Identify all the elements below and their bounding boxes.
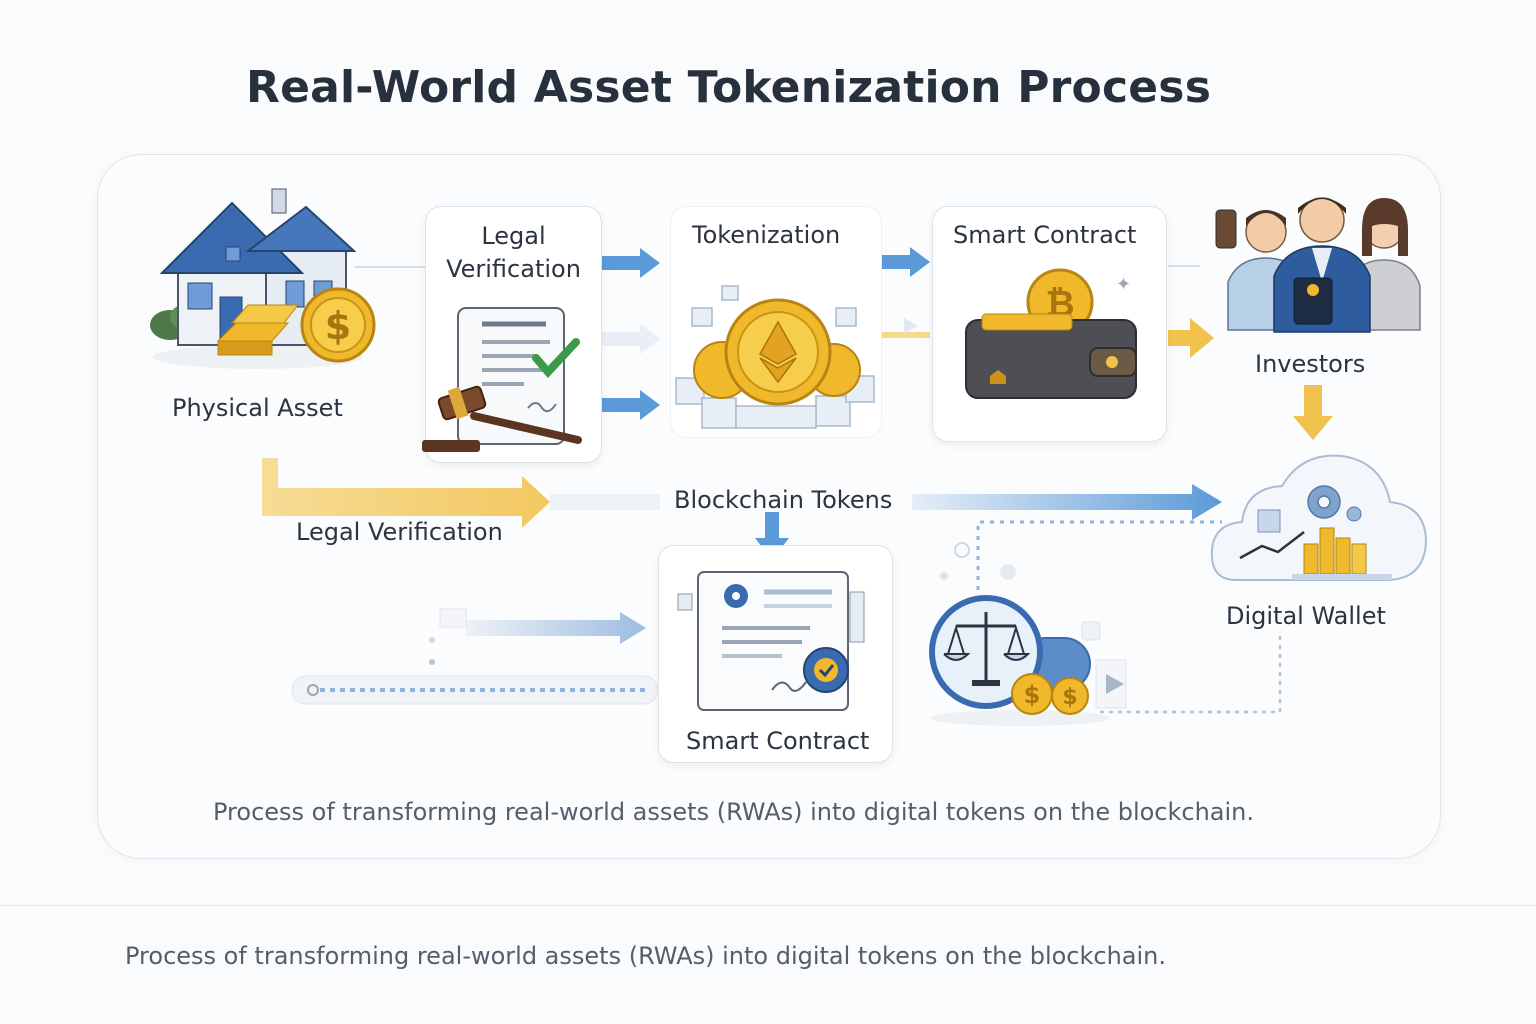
checkmark-icon — [532, 338, 580, 378]
gear-check-icon — [803, 647, 849, 693]
digital-wallet-label: Digital Wallet — [1226, 602, 1386, 630]
arrow-legal-to-token-3 — [602, 390, 660, 420]
contract-document-icon — [677, 571, 865, 711]
svg-text:$: $ — [1062, 685, 1077, 710]
investors-icon — [1215, 197, 1421, 333]
page-title: Real-World Asset Tokenization Process — [246, 62, 1212, 113]
ethereum-coins-icon — [675, 285, 875, 429]
svg-text:$: $ — [325, 304, 351, 348]
smart-contract-bottom-label: Smart Contract — [686, 727, 870, 755]
arrow-legal-to-token-2 — [602, 324, 660, 354]
arrow-investors-to-wallet — [1293, 385, 1333, 440]
tokenization-label: Tokenization — [692, 221, 841, 249]
dotted-route — [976, 520, 1222, 590]
diagram-caption: Process of transforming real-world asset… — [213, 798, 1255, 826]
svg-text:$: $ — [1024, 681, 1041, 709]
arrow-blockchain-tokens — [912, 484, 1222, 520]
arrow-legal-to-token-1 — [602, 248, 660, 278]
scales-of-justice-icon: $ $ — [929, 595, 1110, 726]
svg-text:✦: ✦ — [1116, 274, 1131, 295]
page-caption: Process of transforming real-world asset… — [125, 942, 1167, 970]
gavel-icon — [422, 385, 582, 452]
legal-document-icon — [422, 307, 582, 452]
house-icon: $ — [150, 188, 376, 369]
cloud-chart-icon — [1210, 454, 1428, 581]
arrow-token-to-contract — [882, 247, 930, 277]
wallet-icon: ₿ ✦ — [965, 268, 1137, 399]
divider — [0, 905, 1536, 906]
gear-icon — [1307, 485, 1341, 519]
arrow-contract-to-investors — [1168, 318, 1214, 358]
ethereum-icon — [758, 320, 798, 384]
arrow-asset-legal-flow — [262, 458, 550, 528]
investors-label: Investors — [1255, 350, 1366, 378]
blockchain-tokens-label: Blockchain Tokens — [674, 486, 893, 514]
legal-verification-flow-label: Legal Verification — [296, 518, 503, 546]
legal-verification-card-label: Legal Verification — [446, 222, 581, 283]
physical-asset-label: Physical Asset — [172, 394, 343, 422]
smart-contract-top-label: Smart Contract — [953, 221, 1137, 249]
